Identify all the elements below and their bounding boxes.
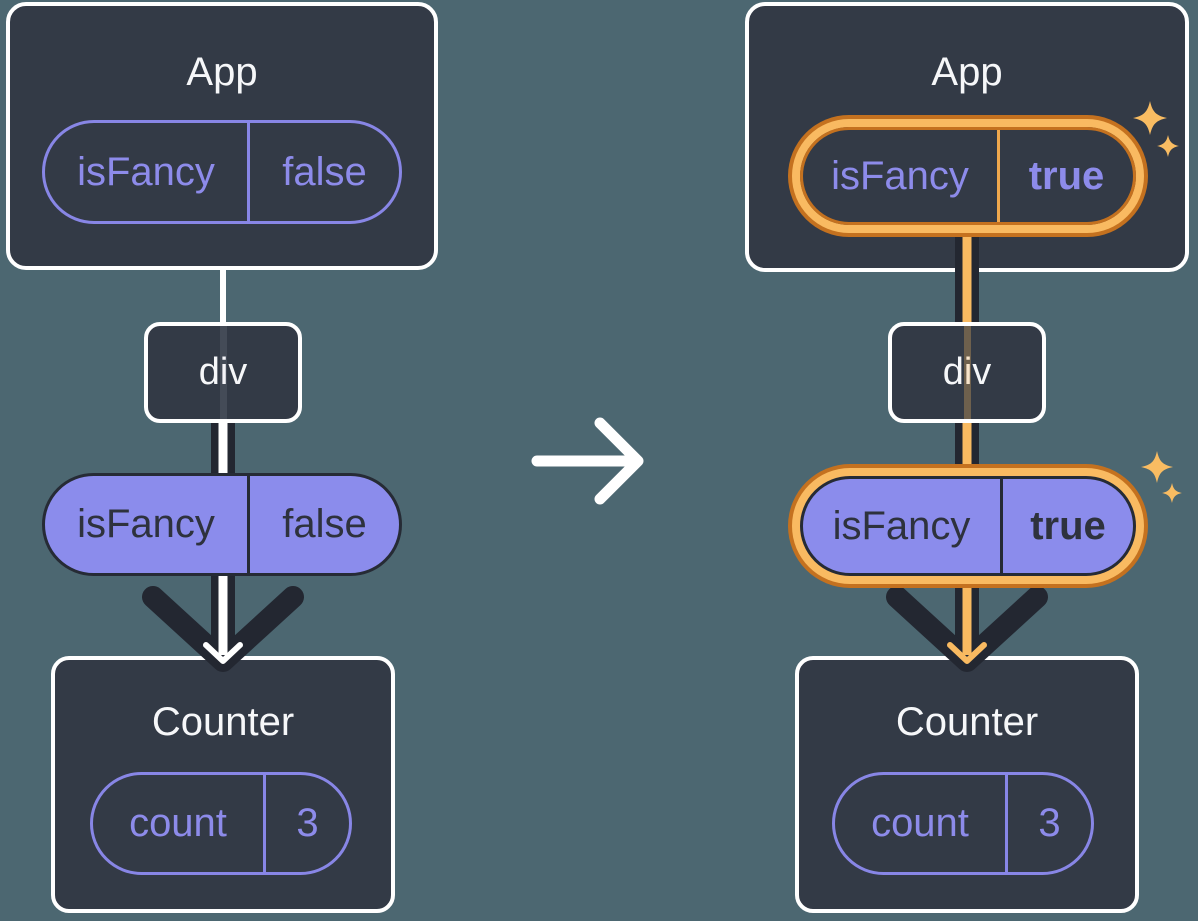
prop-value: true [1028,153,1105,198]
right-app-title: App [931,50,1003,94]
prop-name: isFancy [77,149,215,194]
prop-value: true [1030,503,1106,548]
state-name: count [129,801,227,845]
state-value: 3 [1038,801,1061,845]
pass-through-line [220,326,227,419]
state-value: 3 [296,801,319,845]
pill-divider [1005,775,1008,872]
div-label: div [198,351,248,393]
state-name: count [871,801,969,845]
right-app-prop-pill-highlighted: isFancy true [800,127,1136,225]
div-label: div [942,351,992,393]
pill-divider [247,476,250,573]
prop-name: isFancy [831,153,969,198]
prop-value: false [282,502,367,546]
right-counter-title: Counter [895,700,1039,744]
prop-name: isFancy [77,502,215,546]
pill-divider [263,775,266,872]
pill-divider [1000,479,1003,573]
sparkle-icon [1133,101,1179,157]
left-counter-title: Counter [151,700,295,744]
pill-divider [247,123,250,221]
right-div-node: div [888,322,1046,423]
left-passed-prop-pill: isFancy false [42,473,402,576]
left-div-node: div [144,322,302,423]
prop-value: false [282,149,367,194]
left-app-prop-pill: isFancy false [42,120,402,224]
right-counter-state-pill: count 3 [832,772,1094,875]
prop-name: isFancy [832,503,971,548]
pass-through-line [964,326,971,419]
sparkle-icon [1141,451,1182,503]
pill-divider [997,130,1000,222]
left-counter-state-pill: count 3 [90,772,352,875]
right-passed-prop-pill-highlighted: isFancy true [800,476,1136,576]
transition-arrow-icon [531,417,644,505]
left-app-title: App [186,50,258,94]
